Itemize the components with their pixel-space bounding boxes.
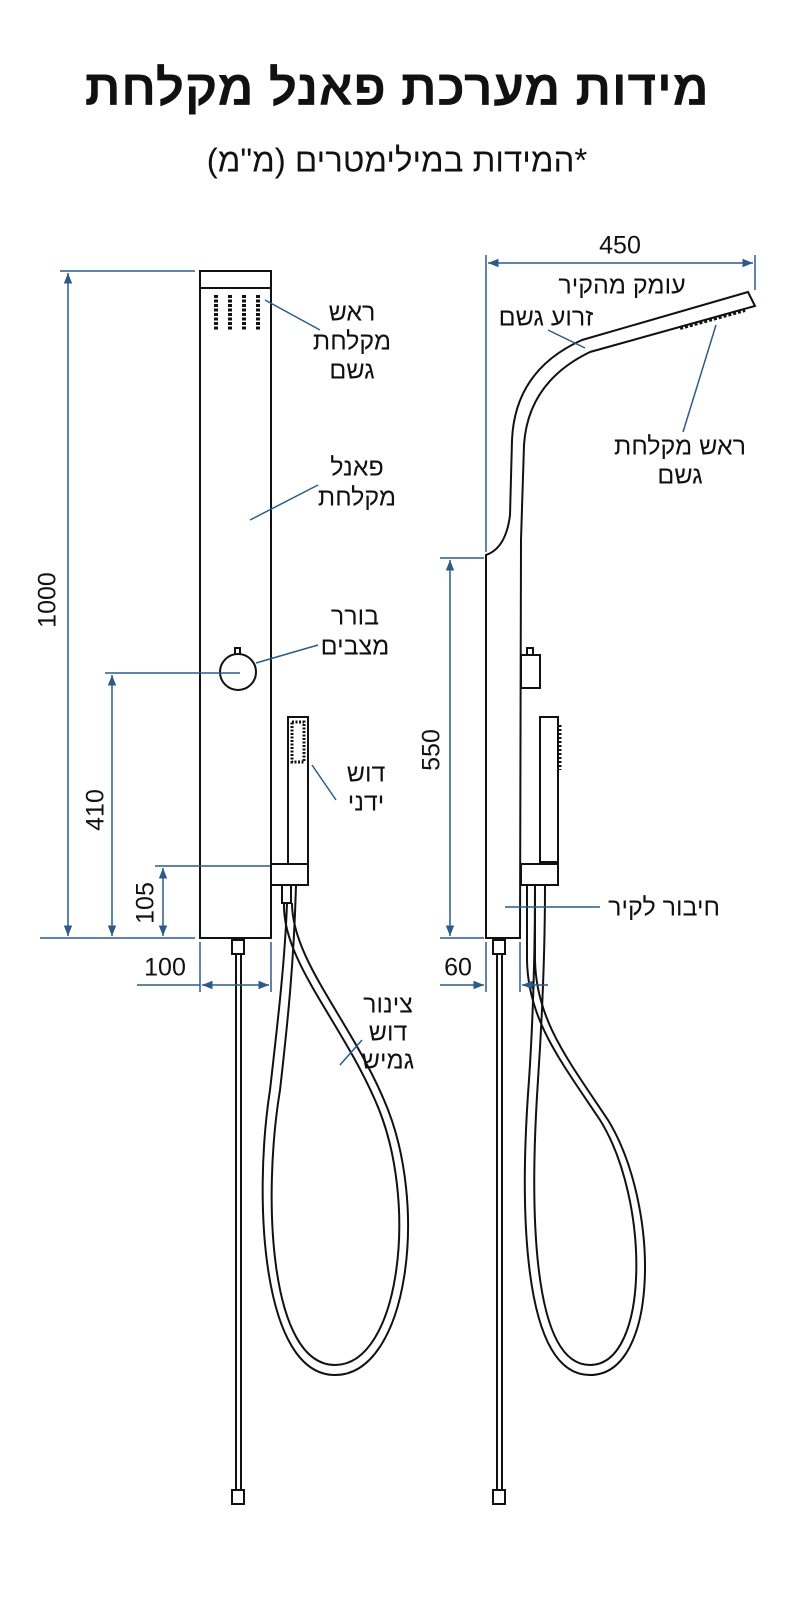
subtitle: *המידות במילימטרים (מ"מ) (206, 141, 588, 179)
supply-pipe (231, 939, 245, 1505)
label-rain-head-2: מקלחת (312, 327, 392, 356)
side-hand-shower (520, 716, 562, 886)
label-hand-shower-2: ידני (347, 788, 385, 817)
label-wall-mount: חיבור לקיר (608, 893, 720, 922)
front-dimension-lines (40, 270, 363, 1066)
dim-thickness-60: 60 (444, 953, 472, 982)
dim-panel-550: 550 (417, 729, 446, 771)
side-diverter (520, 647, 541, 689)
label-depth: עומק מהקיר (558, 271, 686, 300)
dim-height-1000: 1000 (33, 572, 62, 628)
dim-depth-450: 450 (599, 231, 641, 260)
label-rain-head-3: גשם (329, 356, 375, 385)
label-diverter-2: מצבים (320, 632, 390, 661)
side-panel-with-arm (485, 290, 757, 939)
side-supply-pipe (492, 939, 506, 1505)
dim-width-100: 100 (144, 953, 186, 982)
label-hose-3: גמיש (361, 1046, 415, 1075)
dim-diverter-410: 410 (81, 789, 110, 831)
label-hose-2: דוש (368, 1018, 408, 1047)
label-rain-head-1: ראש (328, 298, 376, 327)
side-dimension-lines (440, 255, 756, 992)
page-title: מידות מערכת פאנל מקלחת (84, 60, 710, 116)
label-side-rain-head-2: גשם (657, 461, 703, 490)
label-hose-1: צינור (363, 990, 413, 1019)
front-panel (199, 270, 272, 939)
label-side-rain-head-1: ראש מקלחת (614, 432, 746, 461)
rain-head-nozzles-icon (214, 295, 260, 330)
dim-holder-105: 105 (131, 882, 160, 924)
label-panel-1: פאנל (330, 453, 384, 482)
diverter-knob (219, 647, 257, 691)
label-arm: זרוע גשם (498, 303, 594, 332)
label-panel-2: מקלחת (317, 483, 397, 512)
hand-shower (270, 716, 309, 904)
label-hand-shower-1: דוש (346, 759, 386, 788)
flexible-hose (261, 884, 410, 1377)
label-diverter-1: בורר (330, 602, 380, 631)
side-hose (523, 884, 646, 1377)
